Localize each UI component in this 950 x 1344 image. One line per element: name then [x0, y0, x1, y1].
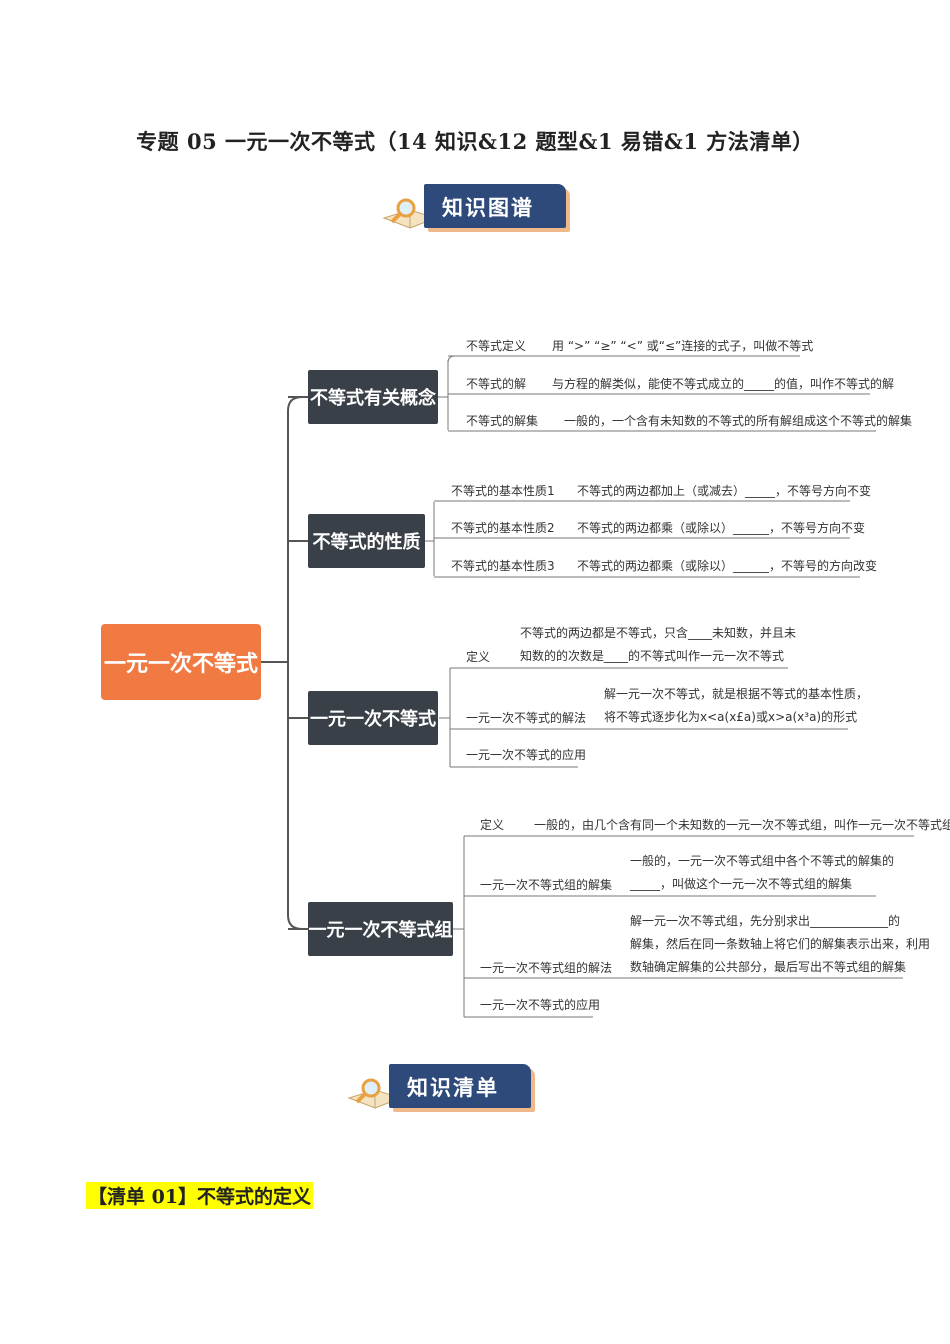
banner-label: 知识清单 [407, 1076, 499, 1100]
b4-r2-desc: 一般的，一元一次不等式组中各个不等式的解集的 _____，叫做这个一元一次不等式… [630, 850, 894, 896]
branch-inequality-properties: 不等式的性质 [308, 514, 425, 568]
mindmap-root: 一元一次不等式 [101, 624, 261, 700]
b2-r3-label: 不等式的基本性质3 [451, 559, 555, 573]
b4-r3-line2: 解集，然后在同一条数轴上将它们的解集表示出来，利用 [630, 937, 931, 951]
b4-r3-label: 一元一次不等式组的解法 [480, 961, 613, 975]
b1-r3-label: 不等式的解集 [466, 414, 539, 428]
b3-r3-label: 一元一次不等式的应用 [466, 748, 587, 762]
b2-r2-label: 不等式的基本性质2 [451, 521, 555, 535]
mindmap-connectors [261, 355, 914, 1018]
page-title: 专题 05 一元一次不等式（14 知识&12 题型&1 易错&1 方法清单） [136, 129, 814, 154]
b4-r2-label: 一元一次不等式组的解集 [480, 878, 613, 892]
b1-r3-text: 一般的，一个含有未知数的不等式的所有解组成这个不等式的解集 [564, 414, 913, 428]
b4-r3-line1: 解一元一次不等式组，先分别求出_____________的 [630, 914, 901, 928]
b1-r2-text: 与方程的解类似，能使不等式成立的_____的值，叫作不等式的解 [552, 377, 895, 391]
branch-inequality-system: 一元一次不等式组 [308, 902, 453, 956]
knowledge-list-banner: 知识清单 [345, 1064, 545, 1110]
b3-r1-line1: 不等式的两边都是不等式，只含____未知数，并且未 [520, 626, 797, 640]
b4-r2-line1: 一般的，一元一次不等式组中各个不等式的解集的 [630, 854, 895, 868]
b3-r1-label: 定义 [466, 650, 491, 664]
b4-r4-label: 一元一次不等式的应用 [480, 998, 601, 1012]
section-heading: 【清单 01】不等式的定义 [86, 1182, 314, 1209]
b3-r2-desc: 解一元一次不等式，就是根据不等式的基本性质， 将不等式逐步化为x<a(x£a)或… [604, 683, 868, 729]
branch-linear-inequality: 一元一次不等式 [308, 691, 438, 745]
book-magnifier-icon [347, 1078, 403, 1109]
b2-r2-text: 不等式的两边都乘（或除以）______，不等号方向不变 [577, 521, 866, 535]
b2-r1-text: 不等式的两边都加上（或减去）_____，不等号方向不变 [577, 484, 872, 498]
b1-r1-text: 用 “>” “≥” “<” 或“≤”连接的式子，叫做不等式 [552, 339, 814, 353]
b4-r1-label: 定义 [480, 818, 505, 832]
branch-inequality-concepts: 不等式有关概念 [308, 370, 438, 424]
b3-r2-label: 一元一次不等式的解法 [466, 711, 587, 725]
b4-r2-line2: _____，叫做这个一元一次不等式组的解集 [630, 877, 853, 891]
b2-r3-text: 不等式的两边都乘（或除以）______，不等号的方向改变 [577, 559, 878, 573]
banner-label: 知识图谱 [442, 196, 534, 220]
b4-r1-text: 一般的，由几个含有同一个未知数的一元一次不等式组，叫作一元一次不等式组 [534, 818, 950, 832]
b3-r2-line1: 解一元一次不等式，就是根据不等式的基本性质， [604, 687, 869, 701]
b2-r1-label: 不等式的基本性质1 [451, 484, 555, 498]
b1-r1-label: 不等式定义 [466, 339, 527, 353]
b4-r3-line3: 数轴确定解集的公共部分，最后写出不等式组的解集 [630, 960, 907, 974]
b3-r2-line2: 将不等式逐步化为x<a(x£a)或x>a(x³a)的形式 [604, 710, 858, 724]
b1-r2-label: 不等式的解 [466, 377, 527, 391]
b3-r1-desc: 不等式的两边都是不等式，只含____未知数，并且未 知数的的次数是____的不等… [520, 622, 796, 668]
knowledge-map-banner: 知识图谱 [380, 184, 580, 230]
b4-r3-desc: 解一元一次不等式组，先分别求出_____________的 解集，然后在同一条数… [630, 910, 930, 979]
b3-r1-line2: 知数的的次数是____的不等式叫作一元一次不等式 [520, 649, 785, 663]
